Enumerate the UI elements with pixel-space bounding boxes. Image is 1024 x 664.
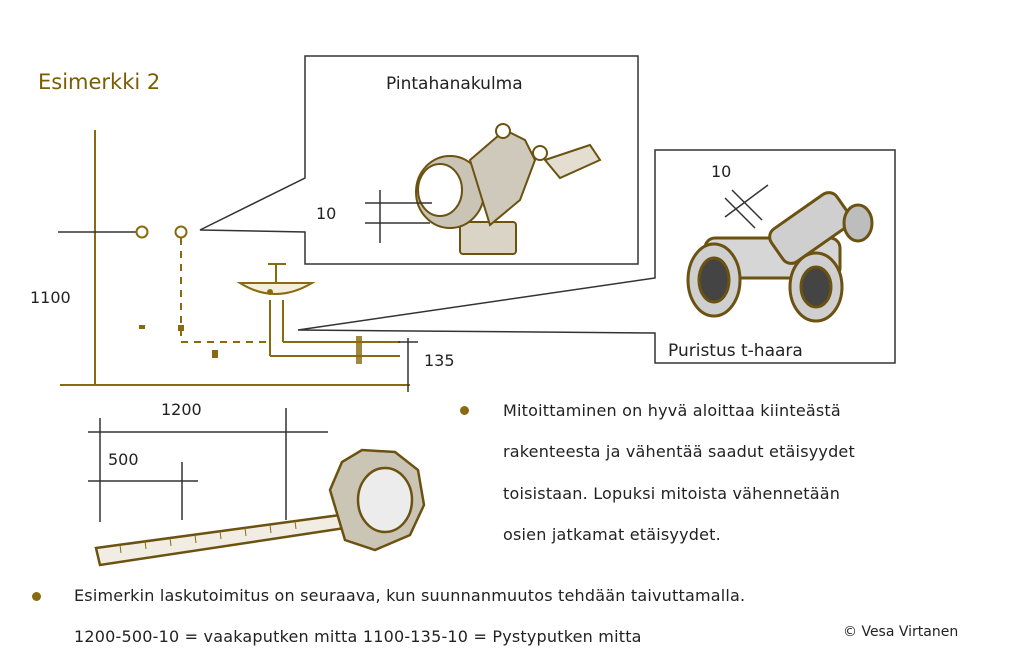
angle-fitting-title: Pintahanakulma	[386, 74, 523, 94]
bullet-1-line-3: toisistaan. Lopuksi mitoista vähennetään	[503, 484, 841, 503]
dim-1100-label: 1100	[30, 288, 71, 307]
bullet-dot	[460, 406, 469, 415]
bullet-dot	[32, 592, 41, 601]
tee-fitting-icon	[686, 191, 874, 323]
formula-text: 1200-500-10 = vaakaputken mitta 1100-135…	[74, 627, 642, 646]
sink-icon	[236, 263, 316, 295]
wall-lines	[60, 130, 410, 386]
dashed-pipe	[180, 238, 270, 343]
measuring-tape-icon	[94, 448, 426, 567]
outlet-circle	[174, 225, 188, 239]
copyright: © Vesa Virtanen	[843, 624, 959, 640]
solid-pipes	[269, 300, 400, 357]
tee-fitting-title: Puristus t-haara	[668, 341, 803, 361]
dim-tee	[724, 184, 769, 229]
callout-angle-frame	[199, 55, 639, 265]
page-title: Esimerkki 2	[38, 70, 161, 94]
bullet-2-text: Esimerkin laskutoimitus on seuraava, kun…	[74, 586, 746, 605]
bullet-1-line-4: osien jatkamat etäisyydet.	[503, 525, 721, 544]
dim-500-label: 500	[108, 450, 139, 469]
angle-fitting-icon	[415, 123, 602, 255]
dim-135	[398, 338, 418, 392]
dim-angle	[365, 190, 432, 243]
outlet-circle	[135, 225, 149, 239]
dim-1200-label: 1200	[161, 400, 202, 419]
angle-dim-label: 10	[316, 204, 337, 223]
bullet-1-line-2: rakenteesta ja vähentää saadut etäisyyde…	[503, 442, 855, 461]
tee-dim-label: 10	[711, 162, 732, 181]
bullet-1-line-1: Mitoittaminen on hyvä aloittaa kiinteäst…	[503, 401, 841, 420]
dim-1200-500	[88, 408, 328, 522]
dim-135-label: 135	[424, 351, 455, 370]
